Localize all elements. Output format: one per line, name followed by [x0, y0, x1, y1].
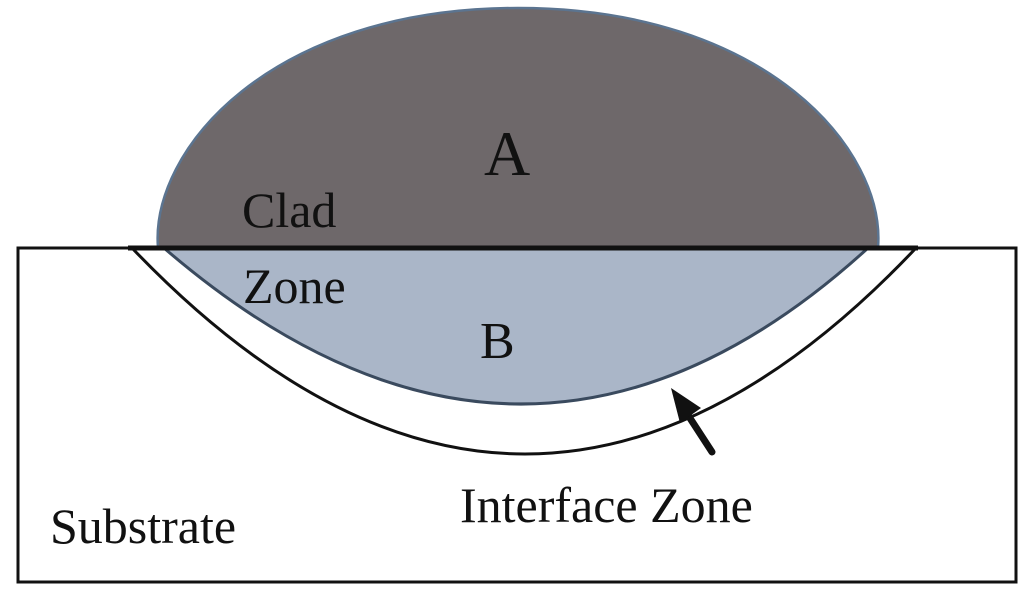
- substrate-label: Substrate: [50, 498, 236, 554]
- clad-bead-region-a: [156, 6, 880, 250]
- penetration-region-b: [159, 246, 872, 406]
- zone-label: Zone: [243, 258, 346, 314]
- interface-zone-label: Interface Zone: [460, 477, 753, 533]
- clad-label: Clad: [242, 182, 336, 238]
- region-b-label: B: [480, 313, 515, 370]
- interface-arrow-shaft: [682, 408, 716, 456]
- region-a-label: A: [484, 118, 530, 189]
- interface-arrow-head: [671, 388, 701, 423]
